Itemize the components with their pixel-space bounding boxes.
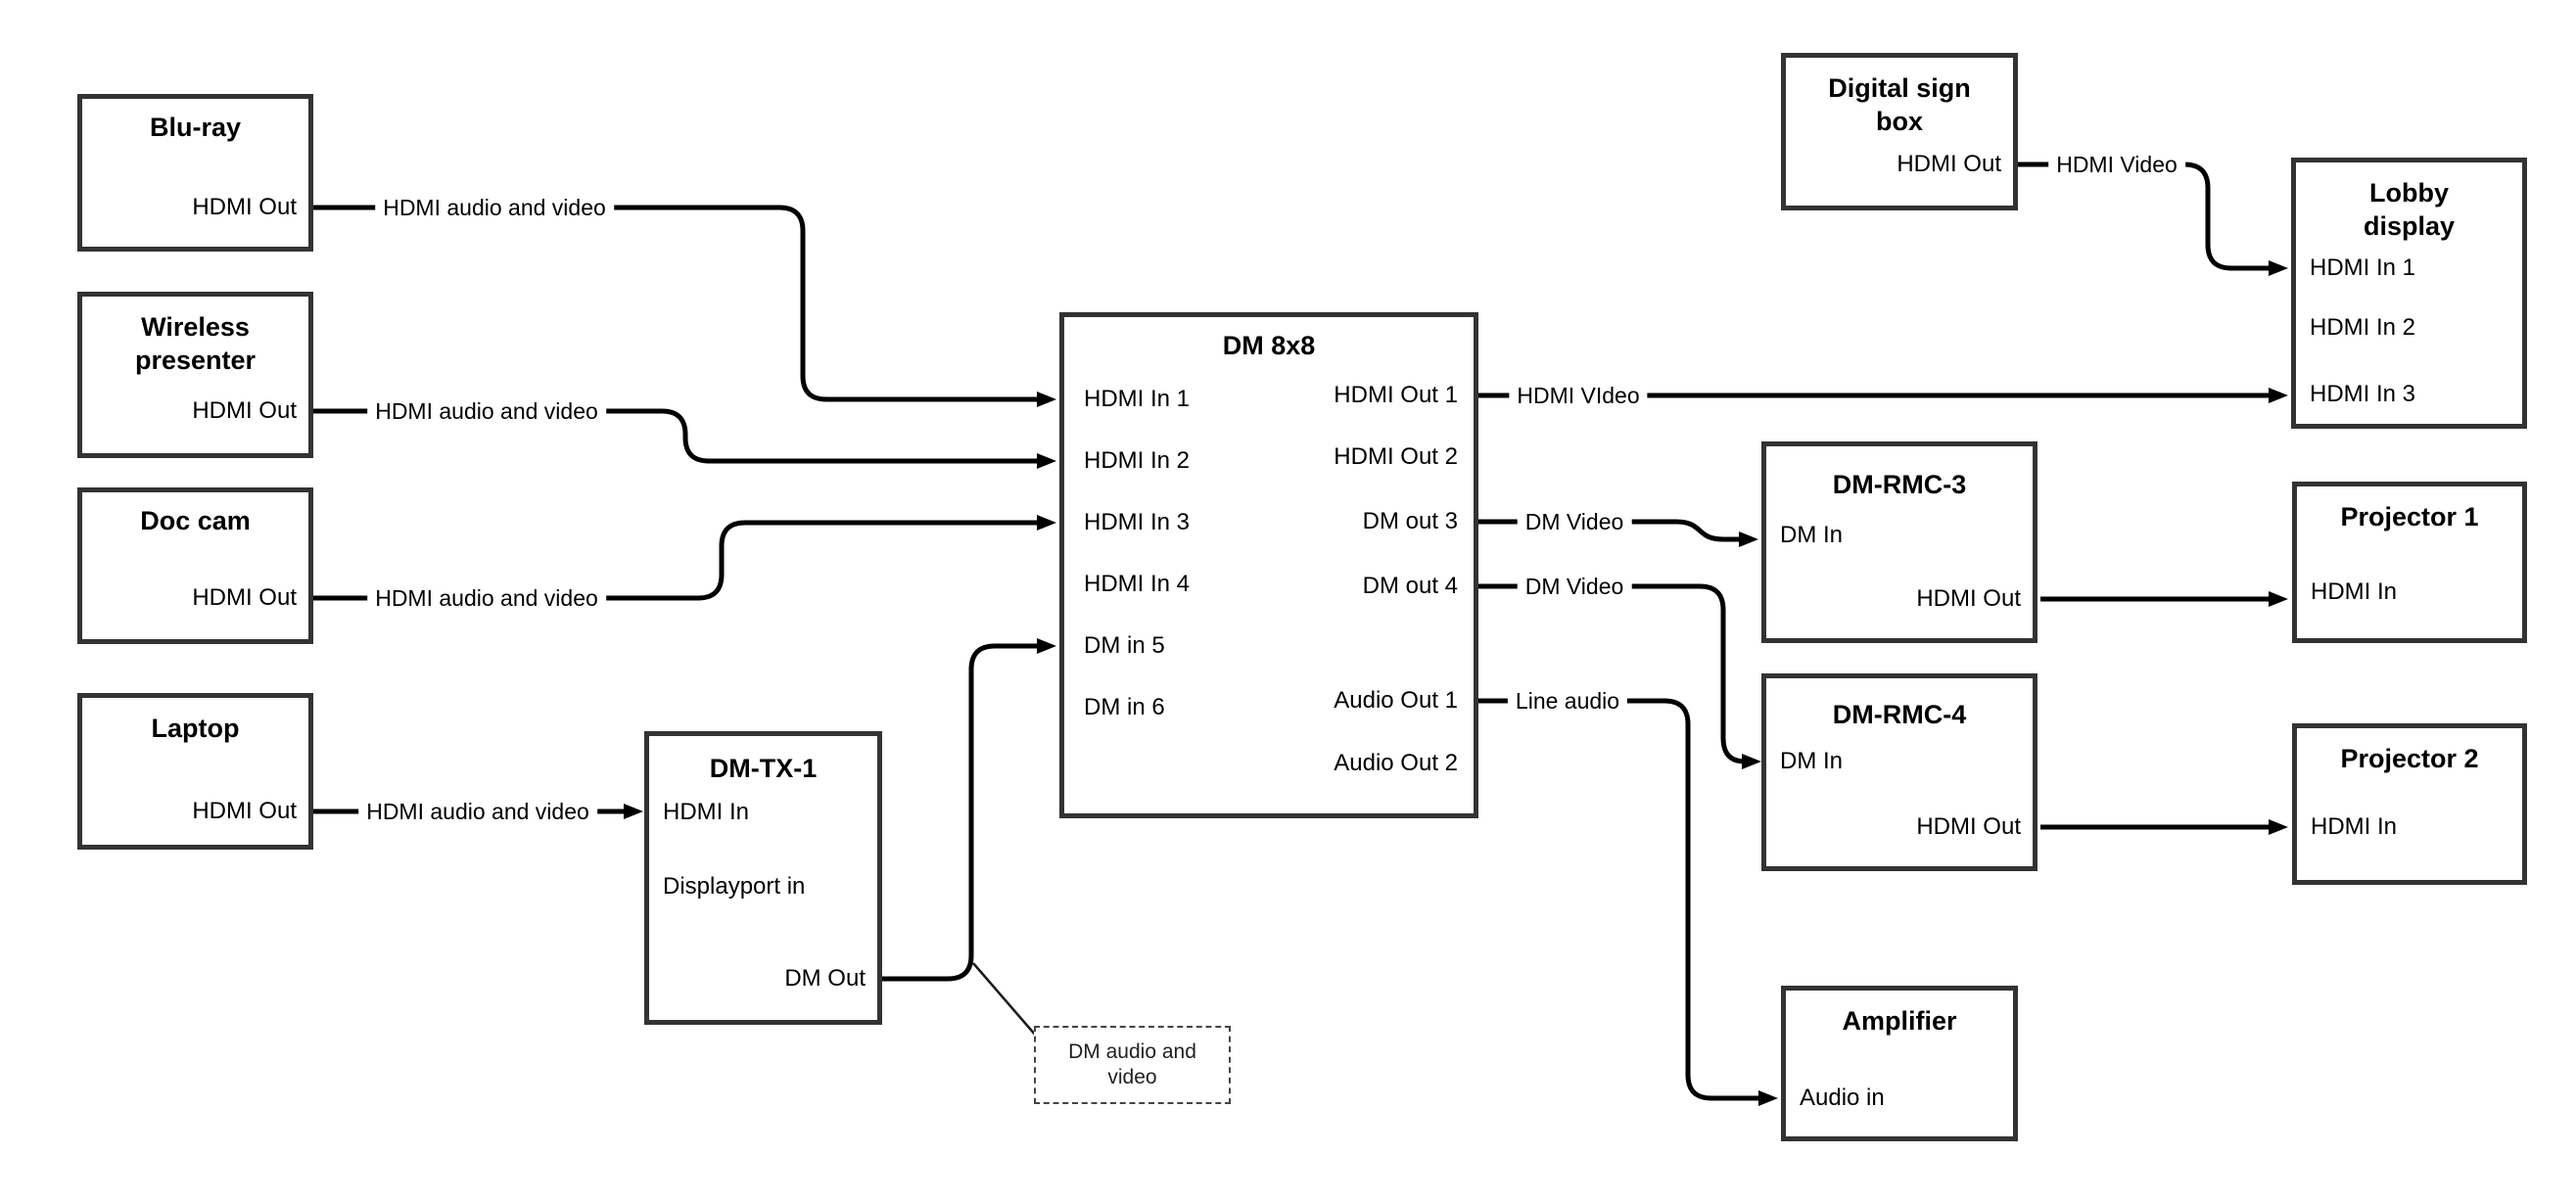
port-lobby-hdmi-in-2: HDMI In 2 bbox=[2310, 314, 2416, 341]
node-amplifier-title: Amplifier bbox=[1842, 1006, 1957, 1036]
wire-label-hdmi-video-digisign: HDMI Video bbox=[2048, 151, 2185, 178]
port-dm8x8-hdmi-in-4: HDMI In 4 bbox=[1084, 571, 1191, 597]
node-amplifier: Amplifier Audio in bbox=[1781, 986, 2018, 1141]
node-dm-tx-1-title: DM-TX-1 bbox=[709, 754, 818, 783]
wire-label-laptop-hdmi-av: HDMI audio and video bbox=[358, 798, 597, 825]
port-dmrmc4-hdmi-out: HDMI Out bbox=[1916, 813, 2021, 840]
node-doc-cam: Doc cam HDMI Out bbox=[77, 487, 313, 644]
callout-dm-audio-video: DM audio and video bbox=[1034, 1026, 1231, 1104]
node-digital-sign-box-title: Digital sign box bbox=[1828, 73, 1971, 136]
node-dm-rmc-3: DM-RMC-3 DM In HDMI Out bbox=[1761, 441, 2037, 643]
node-dm-rmc-4: DM-RMC-4 DM In HDMI Out bbox=[1761, 673, 2037, 871]
node-projector-1: Projector 1 HDMI In bbox=[2292, 482, 2527, 643]
port-proj2-hdmi-in: HDMI In bbox=[2311, 813, 2398, 840]
wire-bluray-to-dm8x8-in1 bbox=[313, 205, 1056, 407]
node-dm-8x8-title: DM 8x8 bbox=[1222, 331, 1316, 360]
wire-label-line-audio: Line audio bbox=[1507, 687, 1628, 715]
node-laptop: Laptop HDMI Out bbox=[77, 693, 313, 850]
port-lobby-hdmi-in-1: HDMI In 1 bbox=[2310, 254, 2416, 281]
wire-doccam-to-dm8x8-in3 bbox=[313, 515, 1056, 601]
port-laptop-hdmi-out: HDMI Out bbox=[192, 798, 297, 824]
port-dmrmc4-dm-in: DM In bbox=[1780, 748, 1844, 774]
port-dmtx1-displayport-in: Displayport in bbox=[663, 873, 806, 900]
wire-label-dm-video-out4: DM Video bbox=[1517, 573, 1632, 600]
port-wireless-hdmi-out: HDMI Out bbox=[192, 397, 297, 424]
wire-dmtx1-to-dm8x8-in5 bbox=[882, 638, 1056, 982]
node-doc-cam-title: Doc cam bbox=[140, 506, 251, 535]
wire-label-dm-video-out3: DM Video bbox=[1517, 508, 1632, 535]
port-dm8x8-hdmi-in-2: HDMI In 2 bbox=[1084, 447, 1191, 474]
port-dm8x8-dm-out-4: DM out 4 bbox=[1362, 573, 1458, 599]
port-dm8x8-hdmi-out-1: HDMI Out 1 bbox=[1334, 382, 1458, 408]
wire-label-bluray-hdmi-av: HDMI audio and video bbox=[375, 194, 614, 221]
port-digisign-hdmi-out: HDMI Out bbox=[1897, 151, 2001, 177]
port-dm8x8-dm-in-6: DM in 6 bbox=[1084, 694, 1165, 720]
port-dm8x8-hdmi-in-1: HDMI In 1 bbox=[1084, 386, 1191, 412]
node-wireless-presenter: Wireless presenter HDMI Out bbox=[77, 292, 313, 458]
port-dmrmc3-dm-in: DM In bbox=[1780, 522, 1844, 548]
port-dm8x8-hdmi-in-3: HDMI In 3 bbox=[1084, 509, 1191, 535]
node-dm-rmc-3-title: DM-RMC-3 bbox=[1832, 470, 1967, 499]
port-dmtx1-dm-out: DM Out bbox=[784, 965, 866, 992]
node-projector-2: Projector 2 HDMI In bbox=[2292, 723, 2527, 885]
node-dm-tx-1: DM-TX-1 HDMI In Displayport in DM Out bbox=[644, 731, 882, 1025]
node-bluray-title: Blu-ray bbox=[149, 113, 242, 142]
callout-leader-line bbox=[972, 962, 1037, 1037]
port-proj1-hdmi-in: HDMI In bbox=[2311, 578, 2398, 605]
port-lobby-hdmi-in-3: HDMI In 3 bbox=[2310, 381, 2416, 407]
node-dm-8x8: DM 8x8 HDMI In 1 HDMI In 2 HDMI In 3 HDM… bbox=[1059, 312, 1478, 818]
node-bluray: Blu-ray HDMI Out bbox=[77, 94, 313, 252]
wire-dm8x8-out4-to-dmrmc4 bbox=[1478, 583, 1761, 769]
port-dmrmc3-hdmi-out: HDMI Out bbox=[1916, 585, 2021, 612]
port-amplifier-audio-in: Audio in bbox=[1800, 1085, 1885, 1111]
node-dm-rmc-4-title: DM-RMC-4 bbox=[1832, 700, 1967, 729]
port-dm8x8-hdmi-out-2: HDMI Out 2 bbox=[1334, 443, 1458, 470]
node-lobby-display: Lobby display HDMI In 1 HDMI In 2 HDMI I… bbox=[2291, 158, 2527, 429]
port-doccam-hdmi-out: HDMI Out bbox=[192, 584, 297, 611]
wire-label-doccam-hdmi-av: HDMI audio and video bbox=[367, 584, 606, 612]
port-dm8x8-dm-in-5: DM in 5 bbox=[1084, 632, 1165, 659]
node-projector-1-title: Projector 1 bbox=[2340, 502, 2479, 531]
node-lobby-display-title: Lobby display bbox=[2363, 178, 2456, 241]
wire-digisign-to-lobby-in1 bbox=[2018, 162, 2288, 276]
wire-label-wireless-hdmi-av: HDMI audio and video bbox=[367, 397, 606, 425]
port-dm8x8-dm-out-3: DM out 3 bbox=[1362, 508, 1458, 534]
wire-wireless-to-dm8x8-in2 bbox=[313, 408, 1056, 469]
node-projector-2-title: Projector 2 bbox=[2340, 744, 2479, 773]
node-laptop-title: Laptop bbox=[151, 714, 240, 743]
wire-dm8x8-aout1-to-amplifier bbox=[1478, 698, 1778, 1106]
node-digital-sign-box: Digital sign box HDMI Out bbox=[1781, 53, 2018, 210]
port-dm8x8-audio-out-1: Audio Out 1 bbox=[1334, 687, 1458, 714]
wire-label-hdmi-video-out1: HDMI VIdeo bbox=[1509, 382, 1648, 409]
node-wireless-presenter-title: Wireless presenter bbox=[134, 312, 257, 375]
port-dm8x8-audio-out-2: Audio Out 2 bbox=[1334, 750, 1458, 776]
port-bluray-hdmi-out: HDMI Out bbox=[192, 194, 297, 220]
port-dmtx1-hdmi-in: HDMI In bbox=[663, 799, 750, 825]
wire-dm8x8-out3-to-dmrmc3 bbox=[1478, 519, 1758, 547]
